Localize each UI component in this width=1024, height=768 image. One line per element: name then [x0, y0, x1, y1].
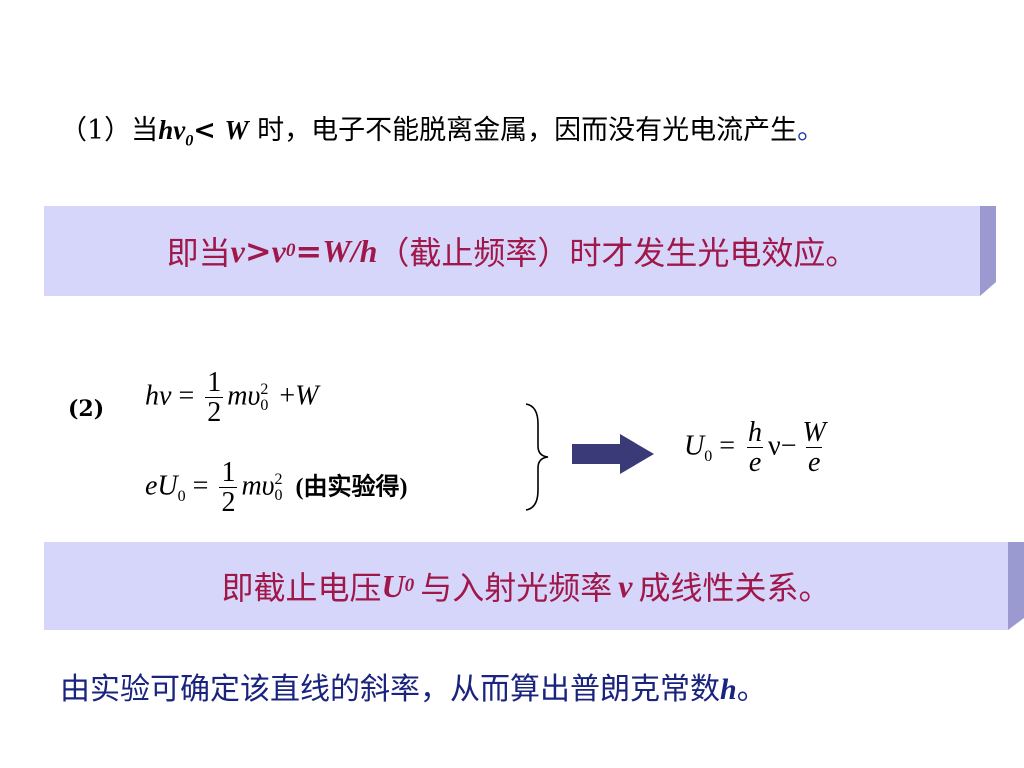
result-equals: = [719, 430, 736, 462]
eq1-lhs: hν [145, 380, 172, 412]
nu-symbol: ν [618, 567, 633, 604]
subscript-0: 0 [404, 575, 415, 596]
line1-suffix: 时，电子不能脱离金属，因而没有光电流产生 [257, 115, 798, 146]
right-brace-icon [525, 403, 549, 511]
voltage-U: U [381, 567, 405, 604]
box1-3d-frame [44, 206, 996, 296]
planck-h: h [158, 115, 174, 145]
line1-period: 。 [797, 115, 825, 146]
w-over-h: W/h [322, 232, 378, 269]
condition-line-1: （1）当hν0< W 时，电子不能脱离金属，因而没有光电流产生。 [60, 108, 824, 150]
greater-than: > [244, 232, 272, 270]
eq1-mv: mυ [227, 380, 261, 412]
conclusion-period: 。 [736, 672, 767, 707]
nu-symbol: ν [230, 232, 245, 269]
box1-suffix: （截止频率）时才发生光电效应。 [377, 234, 858, 272]
equation-label: (2) [68, 396, 105, 422]
experiment-note: (由实验得) [295, 474, 408, 501]
box2-middle: 与入射光频率 [420, 569, 613, 607]
nu-symbol: ν [173, 115, 186, 145]
eq1-equals: = [178, 380, 195, 412]
nu0-symbol: ν [271, 232, 286, 269]
right-arrow-icon [572, 434, 654, 474]
eq2-mv: mυ [241, 470, 275, 502]
line1-prefix: （1）当 [60, 115, 159, 146]
eq1-plus: + [279, 380, 296, 412]
result-minus: − [780, 430, 797, 462]
result-nu: ν [768, 430, 781, 462]
box2-prefix: 即截止电压 [221, 569, 382, 607]
eq2-lhs: eU [145, 470, 178, 502]
box2-suffix: 成线性关系。 [638, 569, 831, 607]
less-than: < [193, 115, 216, 146]
conclusion-line: 由实验可确定该直线的斜率，从而算出普朗克常数h。 [60, 664, 767, 708]
planck-h: h [720, 673, 737, 706]
box1-prefix: 即当 [166, 234, 231, 272]
subscript-0: 0 [185, 131, 194, 150]
conclusion-text: 由实验可确定该直线的斜率，从而算出普朗克常数 [60, 672, 720, 707]
work-function-W: W [224, 115, 249, 145]
box2-3d-frame [44, 542, 1024, 630]
result-U: U [684, 430, 705, 462]
equals: = [295, 232, 323, 270]
eq1-W: W [295, 380, 319, 412]
eq2-equals: = [192, 470, 209, 502]
subscript-0: 0 [285, 240, 296, 261]
